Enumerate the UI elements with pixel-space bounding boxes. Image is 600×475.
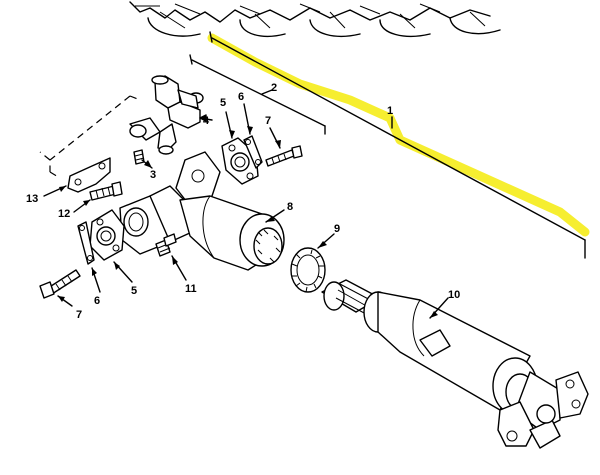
lock-strap-upper [243,135,263,169]
dust-cap-ring [290,247,326,293]
highlight-stroke [207,33,590,237]
callout-2: 2 [271,82,277,94]
callout-7-upper: 7 [265,115,271,127]
bracket-item-2 [189,54,326,135]
callout-11: 11 [185,283,197,295]
callout-10: 10 [448,289,460,301]
callout-1: 1 [387,105,393,117]
grease-fitting-lower [155,233,177,257]
dashed-group-left [39,95,141,179]
callout-5-lower: 5 [131,285,137,297]
bolt-12 [89,181,123,201]
bearing-plate-lower [89,209,125,261]
lock-strap-lower [77,221,95,265]
bolt-upper [265,145,303,167]
universal-joint-cross [129,75,204,155]
chassis-partial-view [129,1,501,38]
bracket-item-1 [209,31,586,259]
bolt-lower [39,269,81,299]
callout-13: 13 [26,193,38,205]
callout-3: 3 [150,169,156,181]
callout-6-upper: 6 [238,91,244,103]
splined-shaft-tube [321,279,589,449]
callout-6-lower: 6 [94,295,100,307]
callout-12: 12 [58,208,70,220]
leader-arrowheads [58,126,438,318]
callout-4: 4 [203,115,210,127]
callout-8: 8 [287,201,293,213]
yoke-slip-tube [119,151,285,271]
mounting-bracket [67,157,111,193]
callout-7-lower: 7 [76,309,82,321]
callout-9: 9 [334,223,340,235]
grease-fitting [133,149,145,165]
callout-5-upper: 5 [220,97,226,109]
